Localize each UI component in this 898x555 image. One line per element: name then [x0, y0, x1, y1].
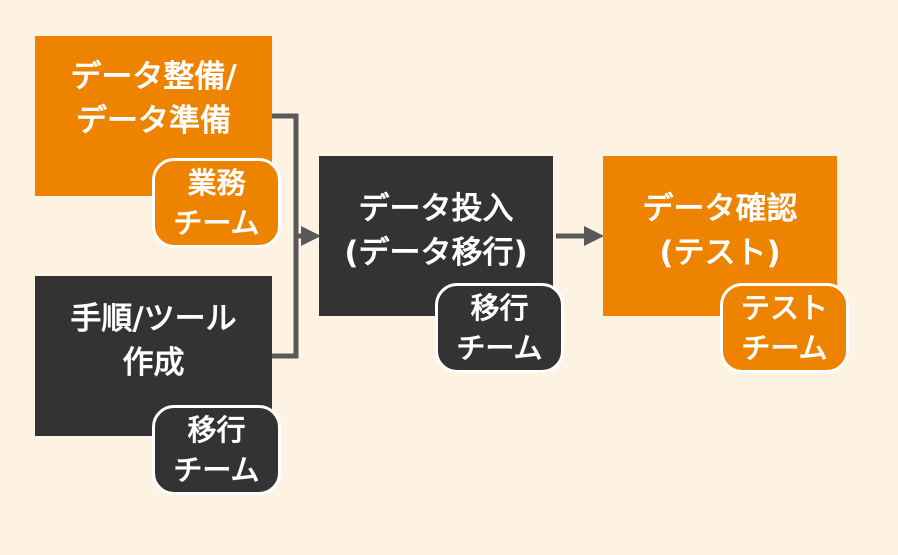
team-label-line2: チーム: [173, 206, 260, 240]
tool-creation-team-badge: 移行 チーム: [152, 405, 281, 495]
team-label-line2: チーム: [173, 453, 260, 487]
data-check-label-line1: データ確認: [642, 191, 798, 227]
data-input-box: データ投入 (データ移行): [319, 156, 553, 316]
tool-creation-label-line2: 作成: [122, 345, 185, 381]
team-label-line1: 業務: [187, 166, 246, 200]
team-label-line1: テスト: [740, 291, 828, 325]
data-input-label-line1: データ投入: [358, 191, 514, 227]
data-check-team-badge: テスト チーム: [720, 283, 849, 373]
team-label-line1: 移行: [470, 291, 529, 325]
team-label-line2: チーム: [456, 331, 543, 365]
team-label-line2: チーム: [741, 331, 828, 365]
data-check-label-line2: (テスト): [659, 235, 781, 271]
tool-creation-label-line1: 手順/ツール: [70, 301, 237, 337]
team-label-line1: 移行: [187, 413, 246, 447]
data-input-team-badge: 移行 チーム: [435, 283, 564, 373]
data-prep-label-line2: データ準備: [76, 103, 231, 139]
data-prep-label-line1: データ整備/: [70, 59, 237, 95]
data-input-label-line2: (データ移行): [344, 235, 528, 271]
data-prep-team-badge: 業務 チーム: [152, 158, 281, 248]
